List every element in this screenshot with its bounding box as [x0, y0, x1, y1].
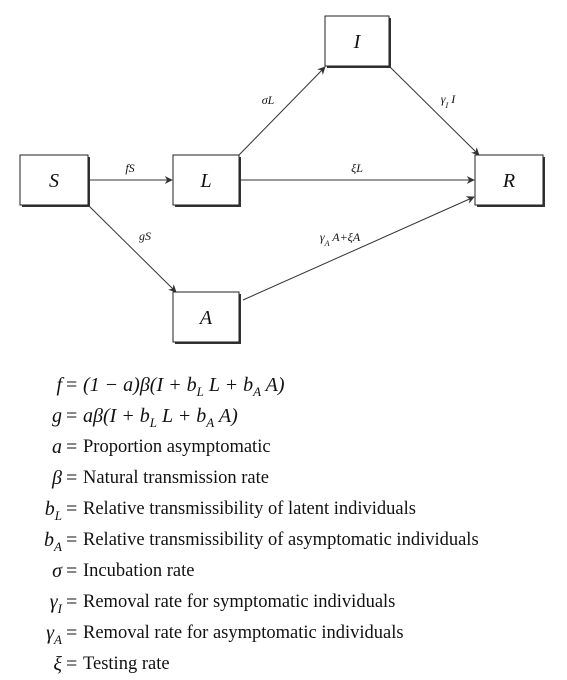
definition-row: σ=Incubation rate [0, 556, 567, 586]
node-label-s: S [49, 170, 59, 192]
equals-sign: = [66, 560, 78, 582]
edge-label-a-r: γA A+ξA [320, 230, 361, 248]
definition-row: f=(1 − a)β(I + bL L + bA A) [0, 370, 567, 400]
edge-label-s-l: fS [125, 161, 134, 175]
equals-sign: = [66, 498, 78, 520]
definition-value: (1 − a)β(I + bL L + bA A) [83, 374, 285, 399]
compartment-diagram: fS σL γI I ξL gS γA A+ξA S L I A R [19, 15, 545, 344]
definition-row: γA=Removal rate for asymptomatic individ… [0, 618, 567, 648]
node-s: S [19, 154, 90, 207]
definition-symbol: σ [52, 560, 62, 582]
definition-symbol: β [52, 467, 62, 489]
equals-sign: = [66, 529, 78, 551]
definition-symbol: ξ [53, 653, 62, 675]
definition-symbol: γA [46, 622, 62, 647]
arrow-l-to-i [238, 66, 326, 156]
definition-row: γI=Removal rate for symptomatic individu… [0, 587, 567, 617]
node-label-r: R [502, 170, 515, 192]
edge-label-i-r: γI I [441, 92, 456, 110]
definition-row: g=aβ(I + bL L + bA A) [0, 401, 567, 431]
node-l: L [172, 154, 241, 207]
arrow-s-to-a [87, 204, 177, 293]
definition-row: bA=Relative transmissibility of asymptom… [0, 525, 567, 555]
definition-value: Relative transmissibility of latent indi… [83, 499, 416, 519]
arrow-a-to-r [242, 196, 475, 301]
definition-symbol: bA [44, 529, 62, 554]
node-r: R [474, 154, 545, 207]
node-i: I [324, 15, 391, 68]
definition-value: Proportion asymptomatic [83, 437, 271, 457]
equals-sign: = [66, 436, 78, 458]
node-label-i: I [353, 31, 362, 53]
definition-value: Testing rate [83, 654, 170, 674]
definition-symbol: g [52, 405, 62, 427]
definition-value: Natural transmission rate [83, 468, 269, 488]
definition-symbol: f [56, 374, 62, 396]
equals-sign: = [66, 622, 78, 644]
definition-symbol: bL [44, 498, 62, 523]
equals-sign: = [66, 467, 78, 489]
definition-row: ξ=Testing rate [0, 649, 567, 679]
definition-row: bL=Relative transmissibility of latent i… [0, 494, 567, 524]
node-label-a: A [198, 307, 213, 329]
edge-label-s-a: gS [139, 229, 151, 243]
definition-value: aβ(I + bL L + bA A) [83, 405, 238, 430]
arrow-i-to-r [388, 65, 480, 156]
equals-sign: = [66, 405, 78, 427]
equals-sign: = [66, 591, 78, 613]
definition-value: Removal rate for asymptomatic individual… [83, 623, 404, 643]
definition-row: a=Proportion asymptomatic [0, 432, 567, 462]
definition-value: Removal rate for symptomatic individuals [83, 592, 396, 612]
definition-value: Incubation rate [83, 561, 195, 581]
definition-row: β=Natural transmission rate [0, 463, 567, 493]
node-label-l: L [199, 170, 211, 192]
definition-value: Relative transmissibility of asymptomati… [83, 530, 479, 550]
node-a: A [172, 291, 241, 344]
definition-symbol: a [52, 436, 62, 458]
edge-label-l-r: ξL [351, 161, 363, 175]
equals-sign: = [66, 653, 78, 675]
edge-label-l-i: σL [262, 93, 275, 107]
definition-symbol: γI [49, 591, 62, 616]
equals-sign: = [66, 374, 78, 396]
